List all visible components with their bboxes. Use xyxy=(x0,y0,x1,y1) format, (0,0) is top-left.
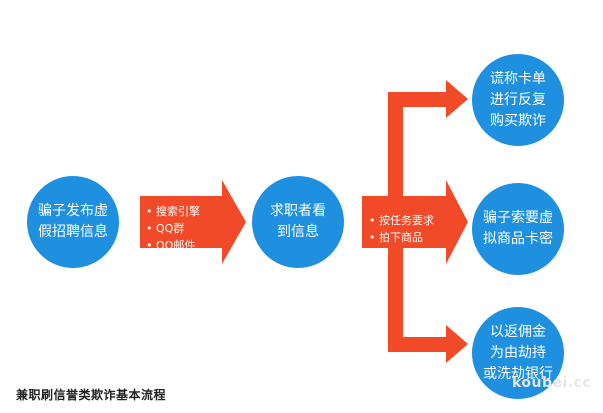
node-request-card-secret: 骗子索要虚 拟商品卡密 xyxy=(472,183,564,275)
arrow-1-bullet-list: 搜索引擎 QQ群 QQ邮件 xyxy=(146,203,200,254)
arrow-2-bullet: 按任务要求 xyxy=(369,212,434,229)
node-job-seeker-sees-info: 求职者看 到信息 xyxy=(252,176,344,268)
node-fake-job-posting-label: 骗子发布虚 假招聘信息 xyxy=(38,203,108,240)
node-hijack-bank-label: 以返佣金 为由劫持 或洗劫银行 xyxy=(483,323,553,382)
arrow-1-bullet: QQ群 xyxy=(146,220,200,237)
arrow-2-lower-branch xyxy=(388,337,448,352)
arrow-2-bullet: 拍下商品 xyxy=(369,229,434,246)
node-job-seeker-sees-info-label: 求职者看 到信息 xyxy=(270,203,326,240)
node-fake-job-posting: 骗子发布虚 假招聘信息 xyxy=(27,176,119,268)
diagram-caption: 兼职刷信誉类欺诈基本流程 xyxy=(16,388,167,402)
node-request-card-secret-label: 骗子索要虚 拟商品卡密 xyxy=(483,210,553,247)
arrow-2-upper-branch xyxy=(388,92,448,107)
arrow-1-bullet: QQ邮件 xyxy=(146,237,200,254)
node-repeat-purchase-fraud: 谎称卡单 进行反复 购买欺诈 xyxy=(472,54,564,146)
node-repeat-purchase-fraud-label: 谎称卡单 进行反复 购买欺诈 xyxy=(490,70,546,129)
arrow-1-bullet: 搜索引擎 xyxy=(146,203,200,220)
watermark: koubei.cc xyxy=(512,375,592,391)
arrow-2-lower-head xyxy=(446,325,468,363)
arrow-2-upper-head xyxy=(446,80,468,118)
arrow-2-bullet-list: 按任务要求 拍下商品 xyxy=(369,212,434,246)
node-hijack-bank: 以返佣金 为由劫持 或洗劫银行 xyxy=(472,307,564,399)
